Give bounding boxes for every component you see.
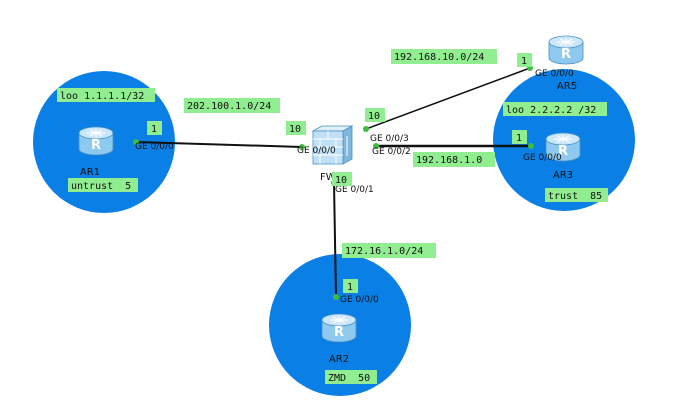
- label-bg: [57, 88, 155, 102]
- cost-label: 1: [347, 282, 353, 293]
- firewall-icon: [311, 125, 354, 165]
- zone-label: ZMD 50: [328, 373, 370, 384]
- label-bg: [343, 279, 358, 293]
- link-ar1-fw1[interactable]: [135, 141, 303, 148]
- cost-label: 10: [368, 111, 380, 122]
- cost-label: 1: [516, 133, 522, 144]
- device-ar1[interactable]: AR1: [78, 126, 114, 178]
- link-fw1-ar5[interactable]: [365, 67, 531, 130]
- label-bg: [413, 152, 495, 167]
- link-endpoint: [373, 143, 379, 149]
- link-endpoint: [133, 139, 139, 145]
- network-label: 202.100.1.0/24: [187, 101, 271, 112]
- loopback-label: loo 1.1.1.1/32: [60, 91, 144, 102]
- label-bg: [517, 53, 532, 67]
- port-label: GE 0/0/0: [297, 146, 336, 156]
- zone-label: untrust 5: [71, 181, 131, 192]
- label-bg: [332, 172, 352, 186]
- label-bg: [545, 188, 608, 202]
- link-endpoint: [363, 126, 369, 132]
- label-bg: [391, 49, 497, 64]
- cost-label: 1: [151, 124, 157, 135]
- port-label: GE 0/0/0: [535, 69, 574, 79]
- router-icon: [548, 35, 584, 65]
- device-name: AR3: [553, 170, 573, 181]
- network-label: 192.168.10.0/24: [394, 52, 484, 63]
- device-fw1[interactable]: FW1: [311, 125, 354, 183]
- link-endpoint: [299, 144, 305, 150]
- label-bg: [342, 243, 436, 258]
- port-label: GE 0/0/3: [370, 134, 409, 144]
- network-label: 172.16.1.0/24: [345, 246, 423, 257]
- network-label: 192.168.1.0: [416, 155, 482, 166]
- label-bg: [147, 121, 162, 135]
- label-bg: [68, 178, 138, 192]
- port-label: GE 0/0/0: [135, 142, 174, 152]
- device-ar5[interactable]: AR5: [548, 35, 584, 92]
- label-bg: [286, 121, 306, 135]
- device-ar2[interactable]: AR2: [321, 313, 357, 365]
- port-label: GE 0/0/0: [340, 295, 379, 305]
- cost-label: 1: [521, 56, 527, 67]
- router-icon: [78, 126, 114, 156]
- cost-label: 10: [335, 175, 347, 186]
- label-bg: [325, 370, 377, 384]
- device-name: FW1: [320, 172, 342, 183]
- link-endpoint: [528, 143, 534, 149]
- port-label: GE 0/0/1: [335, 185, 374, 195]
- label-bg: [184, 98, 280, 113]
- device-name: AR1: [80, 167, 100, 178]
- cost-label: 10: [289, 124, 301, 135]
- label-bg: [503, 102, 607, 116]
- label-bg: [512, 130, 527, 144]
- port-label: GE 0/0/2: [372, 147, 411, 157]
- link-endpoint: [333, 294, 339, 300]
- port-label: GE 0/0/0: [523, 153, 562, 163]
- device-ar3[interactable]: AR3: [545, 132, 581, 181]
- loopback-label: loo 2.2.2.2 /32: [506, 105, 596, 116]
- router-icon: [321, 313, 357, 343]
- link-fw1-ar2[interactable]: [333, 182, 337, 298]
- device-name: AR5: [557, 81, 577, 92]
- zone-label: trust 85: [548, 191, 602, 202]
- device-name: AR2: [329, 354, 349, 365]
- label-bg: [365, 108, 385, 122]
